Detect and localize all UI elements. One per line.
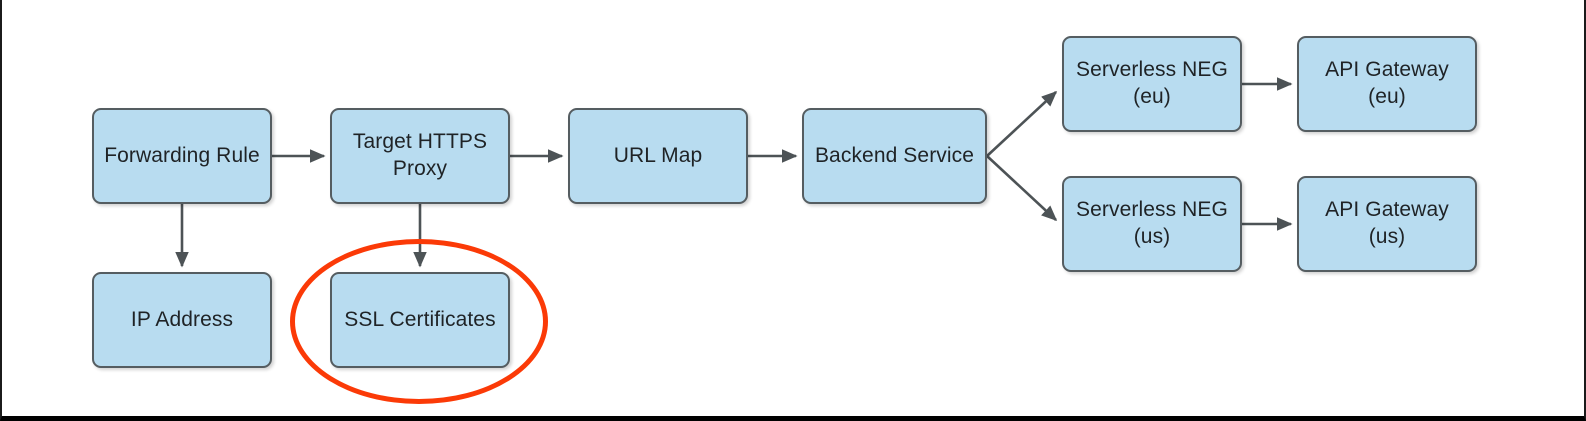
node-label-api-gateway-eu: API Gateway (eu) bbox=[1325, 58, 1449, 108]
edge-backend-to-neg-us bbox=[986, 155, 1058, 222]
node-label-backend-service: Backend Service bbox=[814, 143, 975, 167]
node-api-gateway-us[interactable]: API Gateway (us) bbox=[1297, 176, 1477, 272]
node-label-serverless-neg-eu: Serverless NEG (eu) bbox=[1076, 58, 1228, 108]
node-serverless-neg-eu[interactable]: Serverless NEG (eu) bbox=[1062, 36, 1242, 132]
node-ssl-certificates[interactable]: SSL Certificates bbox=[330, 272, 510, 368]
node-target-https-proxy[interactable]: Target HTTPS Proxy bbox=[330, 108, 510, 204]
node-label-target-https-proxy: Target HTTPS Proxy bbox=[352, 130, 488, 180]
node-label-url-map: URL Map bbox=[613, 143, 703, 167]
node-label-forwarding-rule: Forwarding Rule bbox=[104, 143, 260, 167]
edge-backend-to-neg-eu bbox=[986, 90, 1058, 157]
node-url-map[interactable]: URL Map bbox=[568, 108, 748, 204]
node-label-ip-address: IP Address bbox=[130, 307, 234, 331]
node-label-ssl-certificates: SSL Certificates bbox=[344, 307, 496, 331]
node-api-gateway-eu[interactable]: API Gateway (eu) bbox=[1297, 36, 1477, 132]
node-forwarding-rule[interactable]: Forwarding Rule bbox=[92, 108, 272, 204]
node-label-api-gateway-us: API Gateway (us) bbox=[1325, 198, 1449, 248]
node-serverless-neg-us[interactable]: Serverless NEG (us) bbox=[1062, 176, 1242, 272]
node-ip-address[interactable]: IP Address bbox=[92, 272, 272, 368]
node-label-serverless-neg-us: Serverless NEG (us) bbox=[1076, 198, 1228, 248]
node-backend-service[interactable]: Backend Service bbox=[802, 108, 987, 204]
